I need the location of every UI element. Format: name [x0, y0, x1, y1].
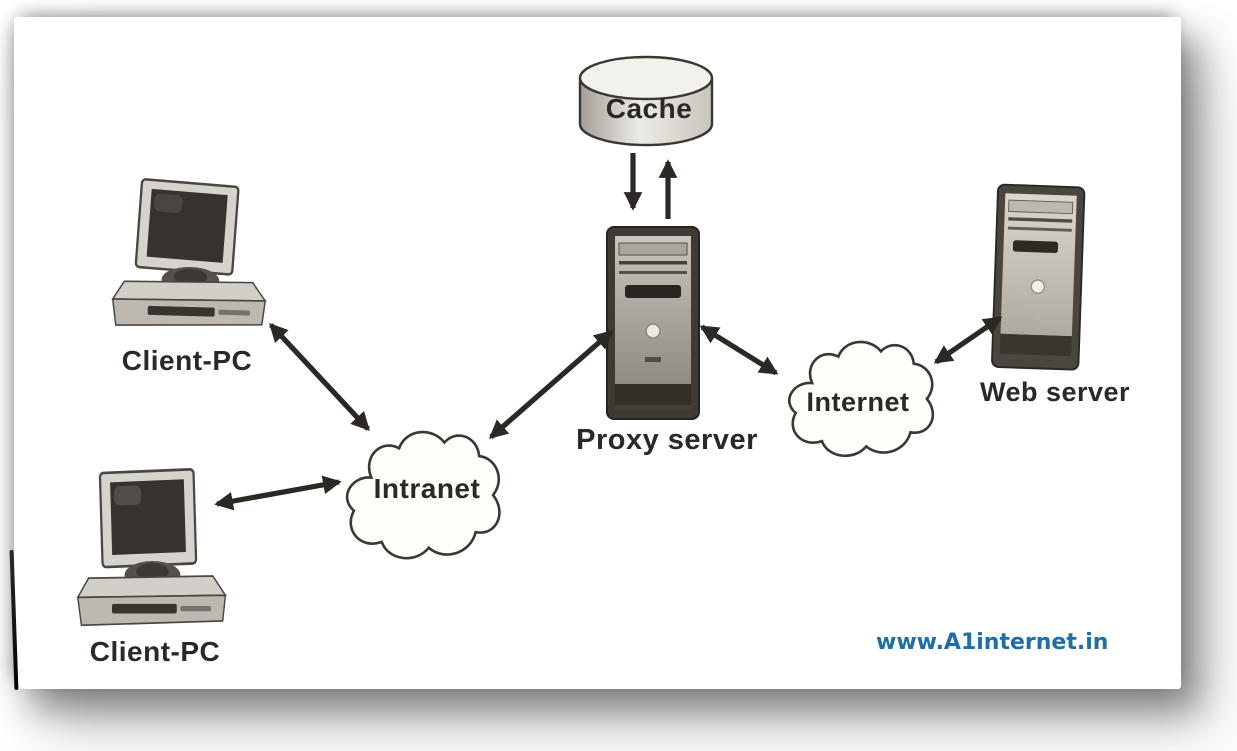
- vent-line-2: [619, 271, 687, 274]
- indicator-slot: [645, 357, 661, 362]
- web-server-tower-icon: [991, 183, 1086, 371]
- cd-drive-slot: [1012, 240, 1059, 254]
- arrow-clientpc-bottom-intranet: [214, 475, 342, 511]
- monitor: [134, 178, 240, 276]
- monitor: [98, 468, 198, 569]
- screen-highlight: [113, 485, 142, 506]
- cache-cylinder-icon: [578, 55, 714, 147]
- cloud-outline: [789, 342, 933, 456]
- cd-drive-slot: [625, 285, 681, 298]
- arrow-internet-webserver: [933, 315, 1003, 365]
- arrow-clientpc-top-intranet: [269, 322, 370, 432]
- vent-line-1: [619, 261, 687, 265]
- cloud-outline: [347, 432, 499, 558]
- client-pc-top-icon: [111, 178, 267, 326]
- drive-slot: [147, 305, 215, 317]
- intranet-cloud-icon: [347, 432, 499, 558]
- client-pc-bottom-icon: [76, 468, 227, 627]
- web-server-label: Web server: [979, 377, 1131, 407]
- vent-band: [1008, 199, 1074, 215]
- monitor-neck: [136, 563, 169, 581]
- cache-cylinder-top: [578, 55, 714, 101]
- vent-line-1: [1008, 217, 1073, 223]
- arrow-intranet-proxy: [488, 330, 614, 439]
- internet-cloud-icon: [789, 342, 933, 456]
- client-pc-top-label: Client-PC: [121, 345, 253, 376]
- screen-highlight: [154, 193, 183, 213]
- vent-line-2: [1007, 226, 1072, 232]
- indicator-dot: [1034, 313, 1043, 321]
- drive-slot-2: [180, 605, 211, 612]
- vent-band: [618, 242, 688, 256]
- internet-label: Internet: [806, 387, 910, 417]
- drive-slot-2: [218, 309, 251, 316]
- power-button: [645, 323, 661, 339]
- tower-base-strip: [999, 353, 1072, 361]
- tower-base-strip: [615, 405, 691, 410]
- proxy-server-tower-icon: [606, 226, 700, 420]
- client-pc-bottom-label: Client-PC: [89, 636, 221, 667]
- case-top: [76, 575, 227, 599]
- monitor-neck: [173, 268, 208, 286]
- drive-slot: [112, 603, 177, 614]
- tower-base: [999, 333, 1072, 361]
- power-button: [1030, 279, 1046, 294]
- intranet-label: Intranet: [373, 473, 481, 504]
- proxy-server-label: Proxy server: [576, 424, 758, 456]
- arrow-proxy-internet: [699, 324, 779, 376]
- cache-label: Cache: [605, 93, 693, 124]
- watermark-text: www.A1internet.in: [876, 630, 1109, 655]
